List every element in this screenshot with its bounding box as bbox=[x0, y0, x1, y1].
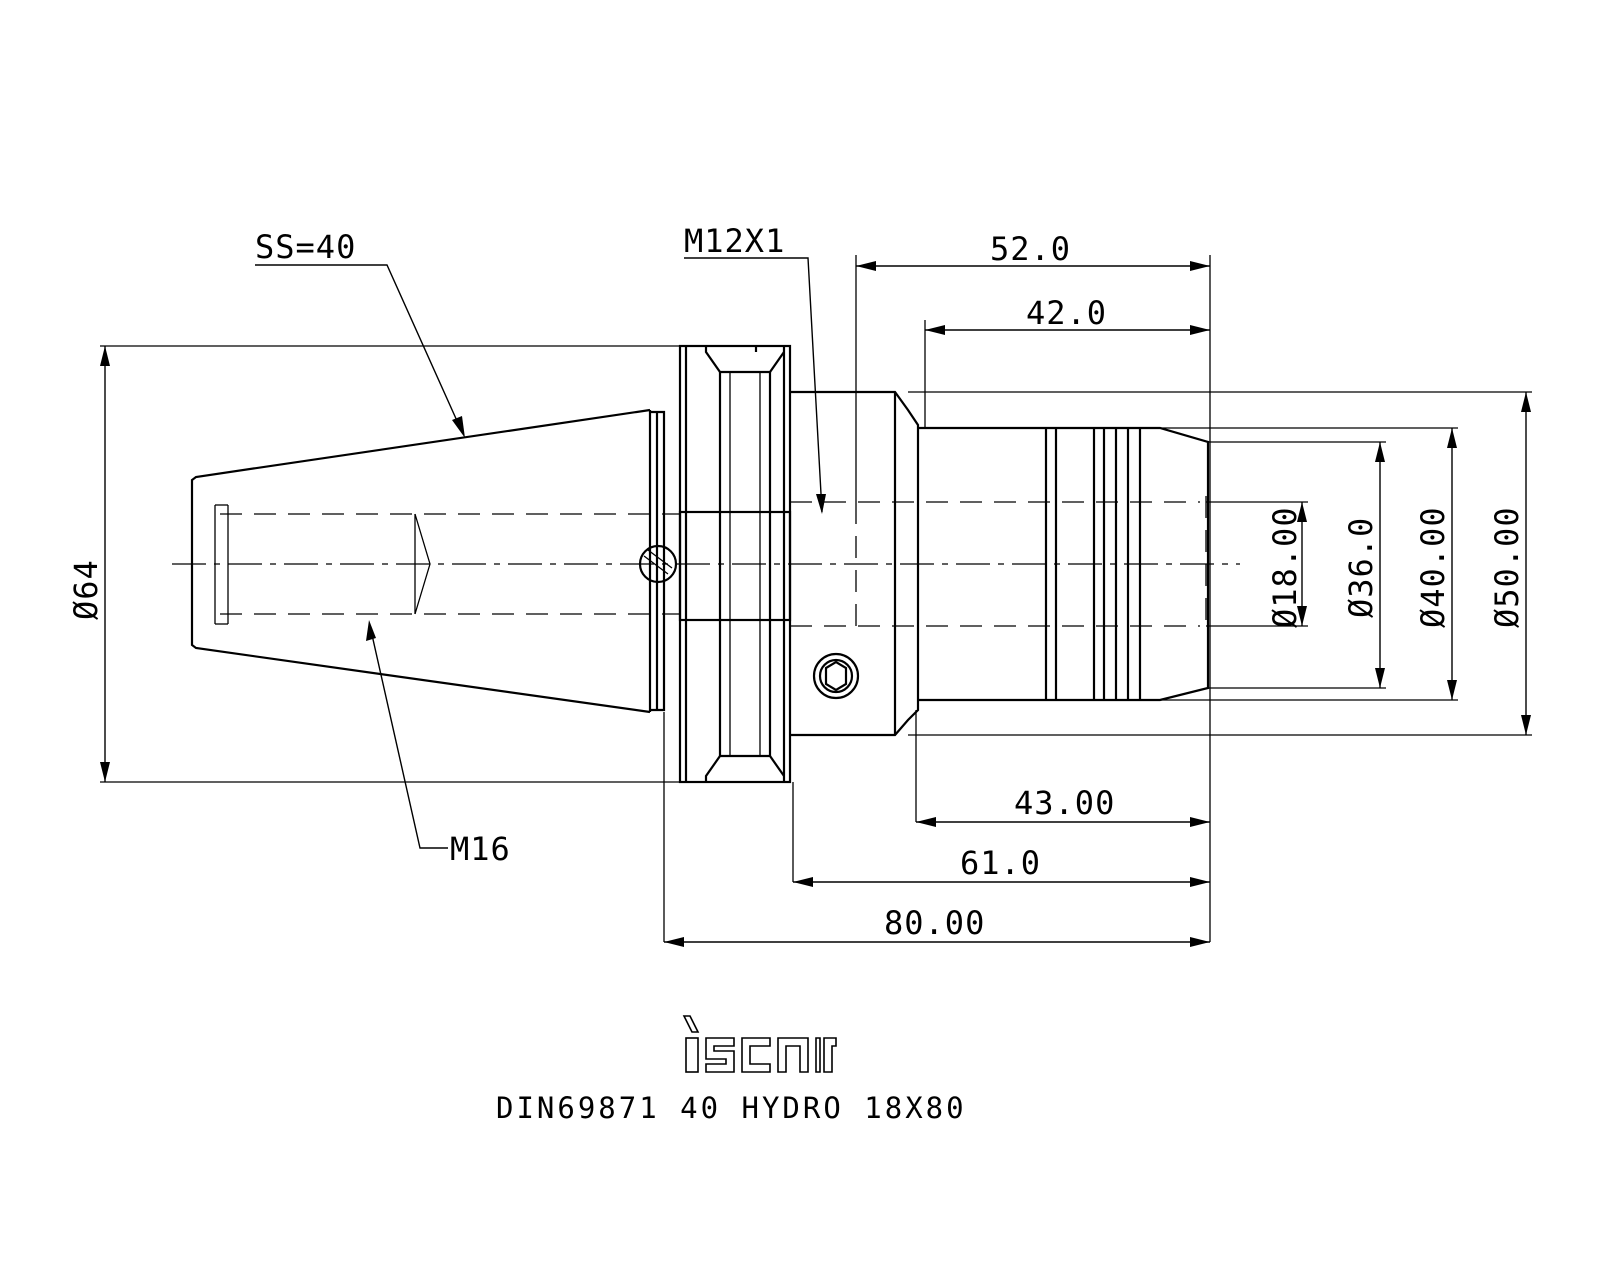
label-length-52: 52.0 bbox=[990, 230, 1071, 268]
title-block: iscar DIN69871 40 HYDRO 18X80 bbox=[496, 1015, 967, 1125]
clamping-screw bbox=[812, 652, 860, 700]
label-thread-m12: M12X1 bbox=[684, 222, 785, 260]
label-length-61: 61.0 bbox=[960, 844, 1041, 882]
clamping-section bbox=[918, 426, 1210, 702]
dimension-lines bbox=[100, 261, 1531, 947]
iscar-logo: iscar bbox=[682, 1015, 837, 1073]
label-length-42: 42.0 bbox=[1026, 294, 1107, 332]
tool-designation: DIN69871 40 HYDRO 18X80 bbox=[496, 1091, 967, 1125]
label-length-43: 43.00 bbox=[1014, 784, 1115, 822]
label-length-80: 80.00 bbox=[884, 904, 985, 942]
dimension-labels: SS=40 M12X1 M16 52.0 42.0 43.00 61.0 80.… bbox=[67, 222, 1526, 942]
label-dia-50: Ø50.00 bbox=[1488, 506, 1526, 628]
main-body bbox=[790, 390, 920, 737]
leader-lines bbox=[255, 257, 826, 849]
label-dia-40: Ø40.00 bbox=[1414, 506, 1452, 628]
label-dia-64: Ø64 bbox=[67, 559, 105, 620]
hidden-lines bbox=[172, 496, 1240, 632]
toolholder-outline bbox=[190, 344, 1210, 784]
label-dia-18: Ø18.00 bbox=[1266, 506, 1304, 628]
taper-shank bbox=[190, 408, 651, 714]
label-dia-36: Ø36.0 bbox=[1342, 517, 1380, 618]
label-flat-size: SS=40 bbox=[255, 228, 356, 266]
extension-lines bbox=[100, 255, 1532, 942]
label-thread-m16: M16 bbox=[450, 830, 511, 868]
